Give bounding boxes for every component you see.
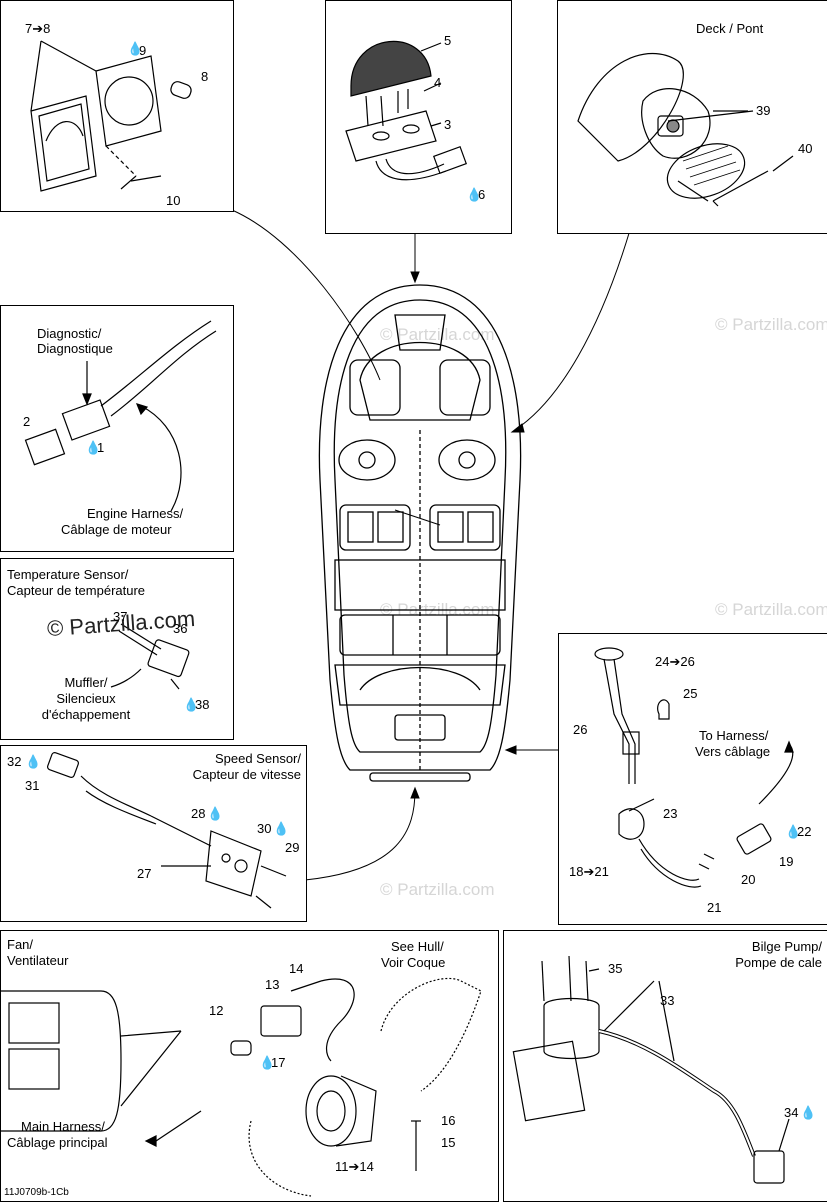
switch-assembly-drawing xyxy=(30,40,192,192)
light-assembly-drawing xyxy=(345,41,468,181)
main-harness-line1: Main Harness/ xyxy=(21,1119,105,1134)
deck-horn-drawing xyxy=(577,52,794,207)
panel-switch-assembly: 7➔8 💧 9 8 10 xyxy=(0,0,234,212)
diagnostic-drawing xyxy=(24,320,217,512)
callout-3: 3 xyxy=(444,117,452,132)
callout-2: 2 xyxy=(23,414,31,429)
callout-21: 21 xyxy=(707,900,722,915)
bilge-title-line2: Pompe de cale xyxy=(735,955,822,970)
callout-5: 5 xyxy=(444,33,452,48)
temperature-title-line1: Temperature Sensor/ xyxy=(7,567,129,582)
figure-code: 11J0709b-1Cb xyxy=(4,1187,69,1198)
callout-9: 9 xyxy=(139,43,147,58)
engine-harness-line1: Engine Harness/ xyxy=(87,506,184,521)
panel-harness: 24➔26 25 26 To Harness/ Vers câblage 23 … xyxy=(558,633,827,925)
callout-6: 6 xyxy=(478,187,486,202)
muffler-line3: d'échappement xyxy=(41,707,131,722)
fan-title-line2: Ventilateur xyxy=(7,953,69,968)
see-hull-line2: Voir Coque xyxy=(381,955,446,970)
speed-sensor-drawing xyxy=(47,751,287,909)
callout-34: 34 xyxy=(784,1105,799,1120)
callout-39: 39 xyxy=(756,103,771,118)
callout-36: 36 xyxy=(173,621,188,636)
callout-16: 16 xyxy=(441,1113,456,1128)
temperature-title-line2: Capteur de température xyxy=(7,583,146,598)
muffler-line1: Muffler/ xyxy=(64,675,108,690)
callout-32: 32 xyxy=(7,754,22,769)
panel-deck-horn: Deck / Pont 39 40 xyxy=(557,0,827,234)
callout-17-drop-icon: 💧 xyxy=(259,1055,276,1070)
callout-40: 40 xyxy=(798,141,813,156)
panel-bilge-pump: Bilge Pump/ Pompe de cale 35 33 34 💧 xyxy=(503,930,827,1202)
callout-23: 23 xyxy=(663,806,678,821)
callout-24-26: 24➔26 xyxy=(655,654,695,669)
callout-27: 27 xyxy=(137,866,152,881)
callout-1: 1 xyxy=(97,440,105,455)
callout-28: 28 xyxy=(191,806,206,821)
callout-37: 37 xyxy=(113,609,128,624)
callout-6-drop-icon: 💧 xyxy=(466,187,483,202)
callout-1-drop-icon: 💧 xyxy=(85,440,102,455)
watermark: © Partzilla.com xyxy=(715,315,827,334)
callout-26: 26 xyxy=(573,722,588,737)
callout-18-21: 18➔21 xyxy=(569,864,609,879)
panel-diagnostic: Diagnostic/ Diagnostique 2 💧 1 Engine Ha… xyxy=(0,305,234,552)
engine-harness-line2: Câblage de moteur xyxy=(61,522,172,537)
diagnostic-label-line2: Diagnostique xyxy=(37,341,113,356)
callout-32-drop-icon: 💧 xyxy=(25,754,42,769)
to-harness-line2: Vers câblage xyxy=(695,744,771,759)
callout-22: 22 xyxy=(797,824,812,839)
speed-title-line2: Capteur de vitesse xyxy=(192,767,301,782)
callout-30-drop-icon: 💧 xyxy=(273,821,290,836)
callout-30: 30 xyxy=(257,821,272,836)
fan-title-line1: Fan/ xyxy=(7,937,34,952)
callout-7-8: 7➔8 xyxy=(25,21,51,36)
muffler-line2: Silencieux xyxy=(56,691,116,706)
callout-14: 14 xyxy=(289,961,304,976)
panel-fan: Fan/ Ventilateur See Hull/ Voir Coque 14… xyxy=(0,930,499,1202)
see-hull-line1: See Hull/ xyxy=(391,939,444,954)
watermark: © Partzilla.com xyxy=(380,880,495,899)
callout-12: 12 xyxy=(209,1003,224,1018)
temperature-sensor-drawing xyxy=(110,623,190,690)
callout-11-14: 11➔14 xyxy=(335,1159,374,1174)
callout-34-drop-icon: 💧 xyxy=(800,1105,817,1120)
watermark: © Partzilla.com xyxy=(380,325,495,344)
deck-title: Deck / Pont xyxy=(696,21,764,36)
bilge-pump-drawing xyxy=(512,955,790,1184)
callout-28-drop-icon: 💧 xyxy=(207,806,224,821)
callout-20: 20 xyxy=(741,872,756,887)
callout-8: 8 xyxy=(201,69,209,84)
callout-38-drop-icon: 💧 xyxy=(183,697,200,712)
callout-10: 10 xyxy=(166,193,181,208)
watermark: © Partzilla.com xyxy=(715,600,827,619)
callout-13: 13 xyxy=(265,977,280,992)
callout-22-drop-icon: 💧 xyxy=(785,824,802,839)
callout-4: 4 xyxy=(434,75,442,90)
to-harness-line1: To Harness/ xyxy=(699,728,769,743)
callout-17: 17 xyxy=(271,1055,286,1070)
callout-35: 35 xyxy=(608,961,623,976)
harness-drawing xyxy=(594,647,794,888)
speed-title-line1: Speed Sensor/ xyxy=(214,751,301,766)
main-harness-line2: Câblage principal xyxy=(7,1135,108,1150)
callout-15: 15 xyxy=(441,1135,456,1150)
panel-speed-sensor: Speed Sensor/ Capteur de vitesse 32 💧 31… xyxy=(0,745,307,922)
diagnostic-label-line1: Diagnostic/ xyxy=(37,326,102,341)
callout-38: 38 xyxy=(195,697,210,712)
panel-light-assembly: 5 4 3 💧 6 xyxy=(325,0,512,234)
callout-9-drop-icon: 💧 xyxy=(127,41,144,56)
callout-29: 29 xyxy=(285,840,300,855)
callout-31: 31 xyxy=(25,778,40,793)
callout-25: 25 xyxy=(683,686,698,701)
watermark: © Partzilla.com xyxy=(380,600,495,619)
panel-temperature-sensor: Temperature Sensor/ Capteur de températu… xyxy=(0,558,234,740)
fan-drawing xyxy=(1,977,482,1197)
callout-19: 19 xyxy=(779,854,794,869)
bilge-title-line1: Bilge Pump/ xyxy=(751,939,822,954)
callout-33: 33 xyxy=(660,993,675,1008)
